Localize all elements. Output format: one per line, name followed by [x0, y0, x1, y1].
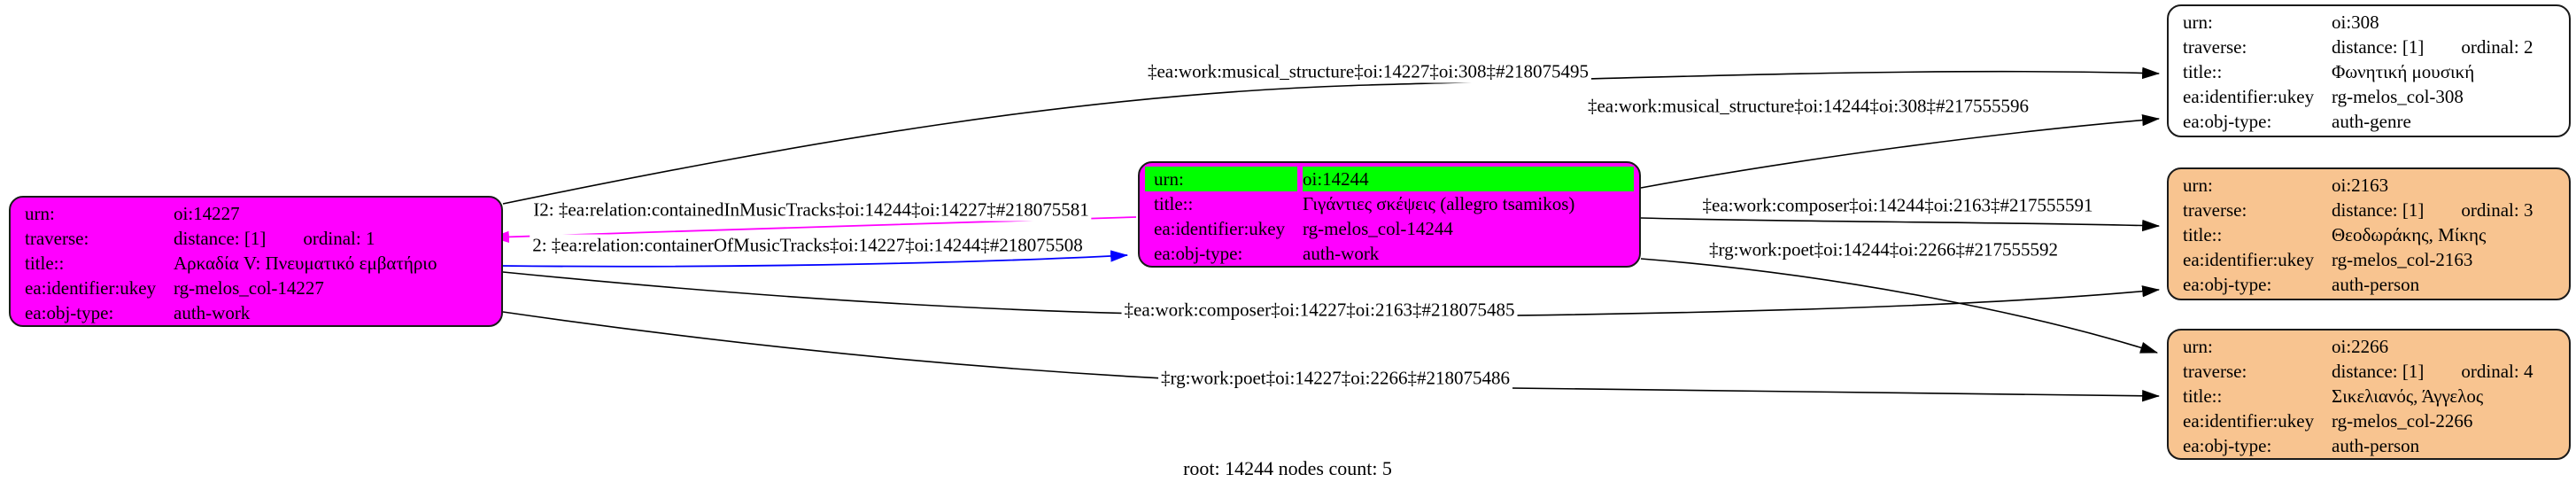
edge-musical-structure-14244-308: [1640, 113, 2161, 189]
field-value: rg-melos_col-2163: [2332, 249, 2473, 270]
field-key: ea:obj-type:: [1154, 243, 1243, 264]
field-key: ea:identifier:ukey: [2183, 410, 2315, 432]
field-value: distance: [1]ordinal: 3: [2332, 199, 2533, 221]
field-value: auth-person: [2332, 435, 2420, 456]
field-urn: urn: oi:14227: [16, 201, 496, 226]
field-value: auth-person: [2332, 274, 2420, 295]
field-key: traverse:: [25, 228, 89, 249]
edge-composer-14244-2163: [1640, 217, 2161, 232]
edge-label-contained-in-music-tracks: I2: ‡ea:relation:containedInMusicTracks‡…: [530, 198, 1092, 222]
field-key: ea:identifier:ukey: [1154, 218, 1286, 239]
node-oi-2266[interactable]: urn: oi:2266 traverse: distance: [1]ordi…: [2167, 329, 2571, 460]
field-traverse: traverse: distance: [1]ordinal: 3: [2174, 198, 2564, 222]
field-value: oi:14244: [1303, 167, 1634, 191]
field-key: traverse:: [2183, 36, 2247, 58]
field-value: distance: [1]ordinal: 4: [2332, 361, 2533, 382]
field-key: ea:obj-type:: [2183, 111, 2272, 132]
field-key: title::: [2183, 385, 2223, 407]
field-value: distance: [1]ordinal: 2: [2332, 36, 2533, 58]
field-key: ea:identifier:ukey: [2183, 249, 2315, 270]
field-value: distance: [1]ordinal: 1: [174, 228, 375, 249]
edge-label-container-of-music-tracks: 2: ‡ea:relation:containerOfMusicTracks‡o…: [530, 234, 1086, 257]
field-key: title::: [2183, 61, 2223, 82]
field-value: Αρκαδία V: Πνευματικό εμβατήριο: [174, 253, 437, 274]
field-identifier: ea:identifier:ukey rg-melos_col-14244: [1145, 216, 1634, 241]
field-key: urn:: [25, 203, 55, 224]
field-key: title::: [25, 253, 65, 274]
field-key: urn:: [2183, 12, 2213, 33]
field-traverse: traverse: distance: [1]ordinal: 4: [2174, 359, 2564, 384]
node-oi-14227[interactable]: urn: oi:14227 traverse: distance: [1]ord…: [9, 196, 503, 327]
field-value: Φωνητική μουσική: [2332, 61, 2475, 82]
field-traverse: traverse: distance: [1]ordinal: 1: [16, 226, 496, 251]
field-value: rg-melos_col-14244: [1303, 218, 1453, 239]
node-oi-308[interactable]: urn: oi:308 traverse: distance: [1]ordin…: [2167, 4, 2571, 137]
field-title: title:: Αρκαδία V: Πνευματικό εμβατήριο: [16, 251, 496, 276]
node-oi-2163[interactable]: urn: oi:2163 traverse: distance: [1]ordi…: [2167, 167, 2571, 300]
field-title: title:: Φωνητική μουσική: [2174, 59, 2564, 84]
field-urn: urn: oi:2163: [2174, 173, 2564, 198]
graph-caption: root: 14244 nodes count: 5: [1183, 457, 1392, 479]
edge-label-poet-14227: ‡rg:work:poet‡oi:14227‡oi:2266‡#21807548…: [1158, 367, 1512, 390]
field-identifier: ea:identifier:ukey rg-melos_col-308: [2174, 84, 2564, 109]
field-key: ea:identifier:ukey: [25, 277, 157, 299]
field-value: rg-melos_col-2266: [2332, 410, 2473, 432]
field-key: traverse:: [2183, 199, 2247, 221]
edge-label-composer-14227: ‡ea:work:composer‡oi:14227‡oi:2163‡#2180…: [1121, 299, 1518, 322]
field-identifier: ea:identifier:ukey rg-melos_col-14227: [16, 276, 496, 300]
field-obj-type: ea:obj-type: auth-work: [16, 300, 496, 325]
field-identifier: ea:identifier:ukey rg-melos_col-2163: [2174, 247, 2564, 272]
field-value: oi:14227: [174, 203, 240, 224]
field-obj-type: ea:obj-type: auth-genre: [2174, 109, 2564, 134]
field-obj-type: ea:obj-type: auth-person: [2174, 272, 2564, 297]
field-key: ea:obj-type:: [2183, 274, 2272, 295]
field-key: ea:identifier:ukey: [2183, 86, 2315, 107]
field-key: urn:: [1145, 167, 1297, 191]
field-obj-type: ea:obj-type: auth-person: [2174, 433, 2564, 458]
field-obj-type: ea:obj-type: auth-work: [1145, 241, 1634, 266]
field-value: Θεοδωράκης, Μίκης: [2332, 224, 2487, 245]
field-urn: urn: oi:308: [2174, 10, 2564, 35]
edge-label-poet-14244: ‡rg:work:poet‡oi:14244‡oi:2266‡#21755559…: [1706, 238, 2061, 261]
field-traverse: traverse: distance: [1]ordinal: 2: [2174, 35, 2564, 59]
node-oi-14244-root[interactable]: urn: oi:14244 title:: Γιγάντιες σκέψεις …: [1138, 161, 1641, 268]
field-title: title:: Θεοδωράκης, Μίκης: [2174, 222, 2564, 247]
field-value: oi:2163: [2332, 175, 2389, 196]
field-value: rg-melos_col-308: [2332, 86, 2464, 107]
field-key: ea:obj-type:: [25, 302, 114, 323]
edge-label-composer-14244: ‡ea:work:composer‡oi:14244‡oi:2163‡#2175…: [1699, 194, 2096, 217]
field-value: oi:2266: [2332, 336, 2389, 357]
field-value: auth-work: [1303, 243, 1380, 264]
field-value: auth-genre: [2332, 111, 2411, 132]
field-value: rg-melos_col-14227: [174, 277, 324, 299]
field-key: title::: [2183, 224, 2223, 245]
field-value: oi:308: [2332, 12, 2379, 33]
field-value: Γιγάντιες σκέψεις (allegro tsamikos): [1303, 193, 1575, 214]
field-urn: urn: oi:2266: [2174, 334, 2564, 359]
field-urn-highlighted: urn: oi:14244: [1145, 167, 1634, 191]
field-title: title:: Σικελιανός, Άγγελος: [2174, 384, 2564, 408]
edge-label-musical-structure-14244: ‡ea:work:musical_structure‡oi:14244‡oi:3…: [1584, 95, 2032, 118]
field-key: urn:: [2183, 336, 2213, 357]
field-title: title:: Γιγάντιες σκέψεις (allegro tsami…: [1145, 191, 1634, 216]
edge-musical-structure-14227-308: [502, 66, 2161, 205]
field-key: traverse:: [2183, 361, 2247, 382]
field-key: title::: [1154, 193, 1194, 214]
edge-container-of-music-tracks-14227-14244: [502, 250, 1129, 268]
edge-poet-14244-2266: [1640, 258, 2159, 354]
field-key: urn:: [2183, 175, 2213, 196]
field-key: ea:obj-type:: [2183, 435, 2272, 456]
field-value: auth-work: [174, 302, 251, 323]
edge-label-musical-structure-14227: ‡ea:work:musical_structure‡oi:14227‡oi:3…: [1144, 60, 1592, 83]
field-identifier: ea:identifier:ukey rg-melos_col-2266: [2174, 408, 2564, 433]
field-value: Σικελιανός, Άγγελος: [2332, 385, 2484, 407]
